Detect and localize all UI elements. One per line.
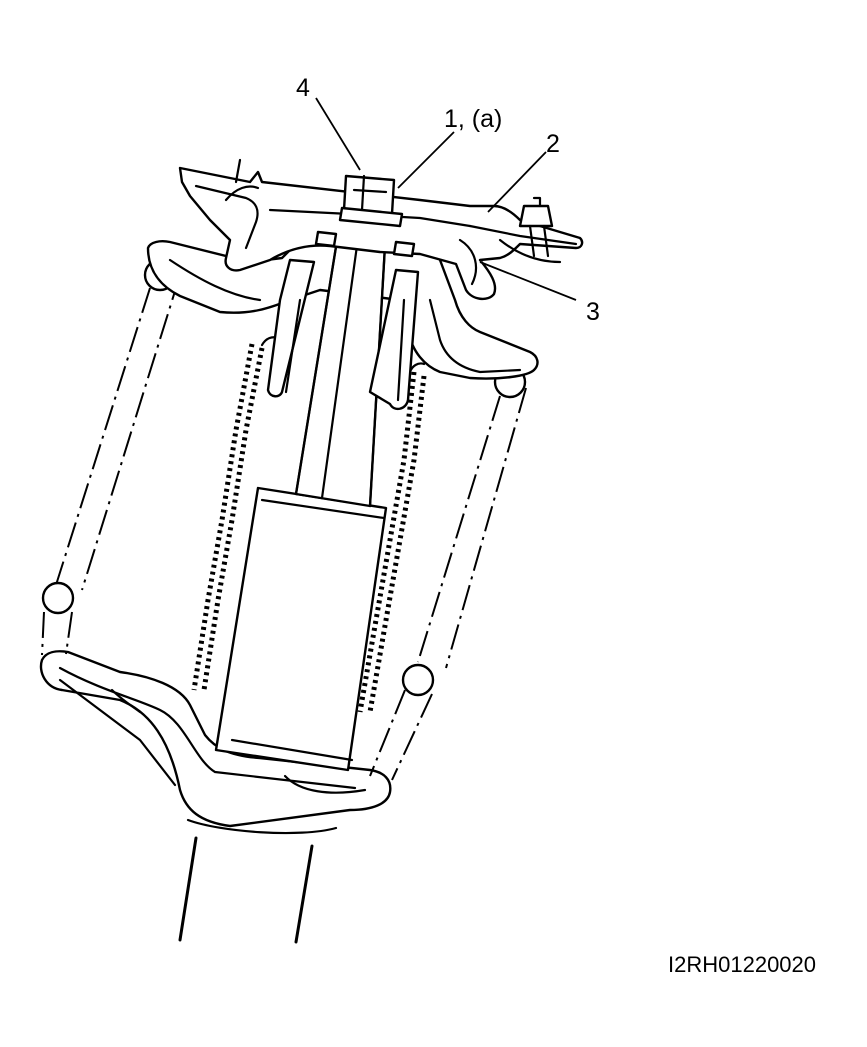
callout-2: 2 — [546, 130, 560, 158]
leader-lines — [315, 97, 577, 301]
strut-upper-nut — [338, 174, 404, 228]
mount-bolt — [518, 196, 554, 258]
shock-absorber — [214, 486, 388, 772]
bump-stopper — [266, 258, 420, 411]
callout-3: 3 — [586, 298, 600, 326]
figure-code: I2RH01220020 — [668, 952, 816, 977]
strut-tube — [178, 818, 338, 944]
lower-spring-seat — [39, 650, 392, 828]
callout-1a: 1, (a) — [444, 105, 502, 133]
spring-seat-nuts — [314, 230, 416, 258]
compressor-pin-lower-left — [41, 581, 75, 615]
callout-4: 4 — [296, 74, 310, 102]
compressor-pin-lower-right — [401, 663, 435, 697]
